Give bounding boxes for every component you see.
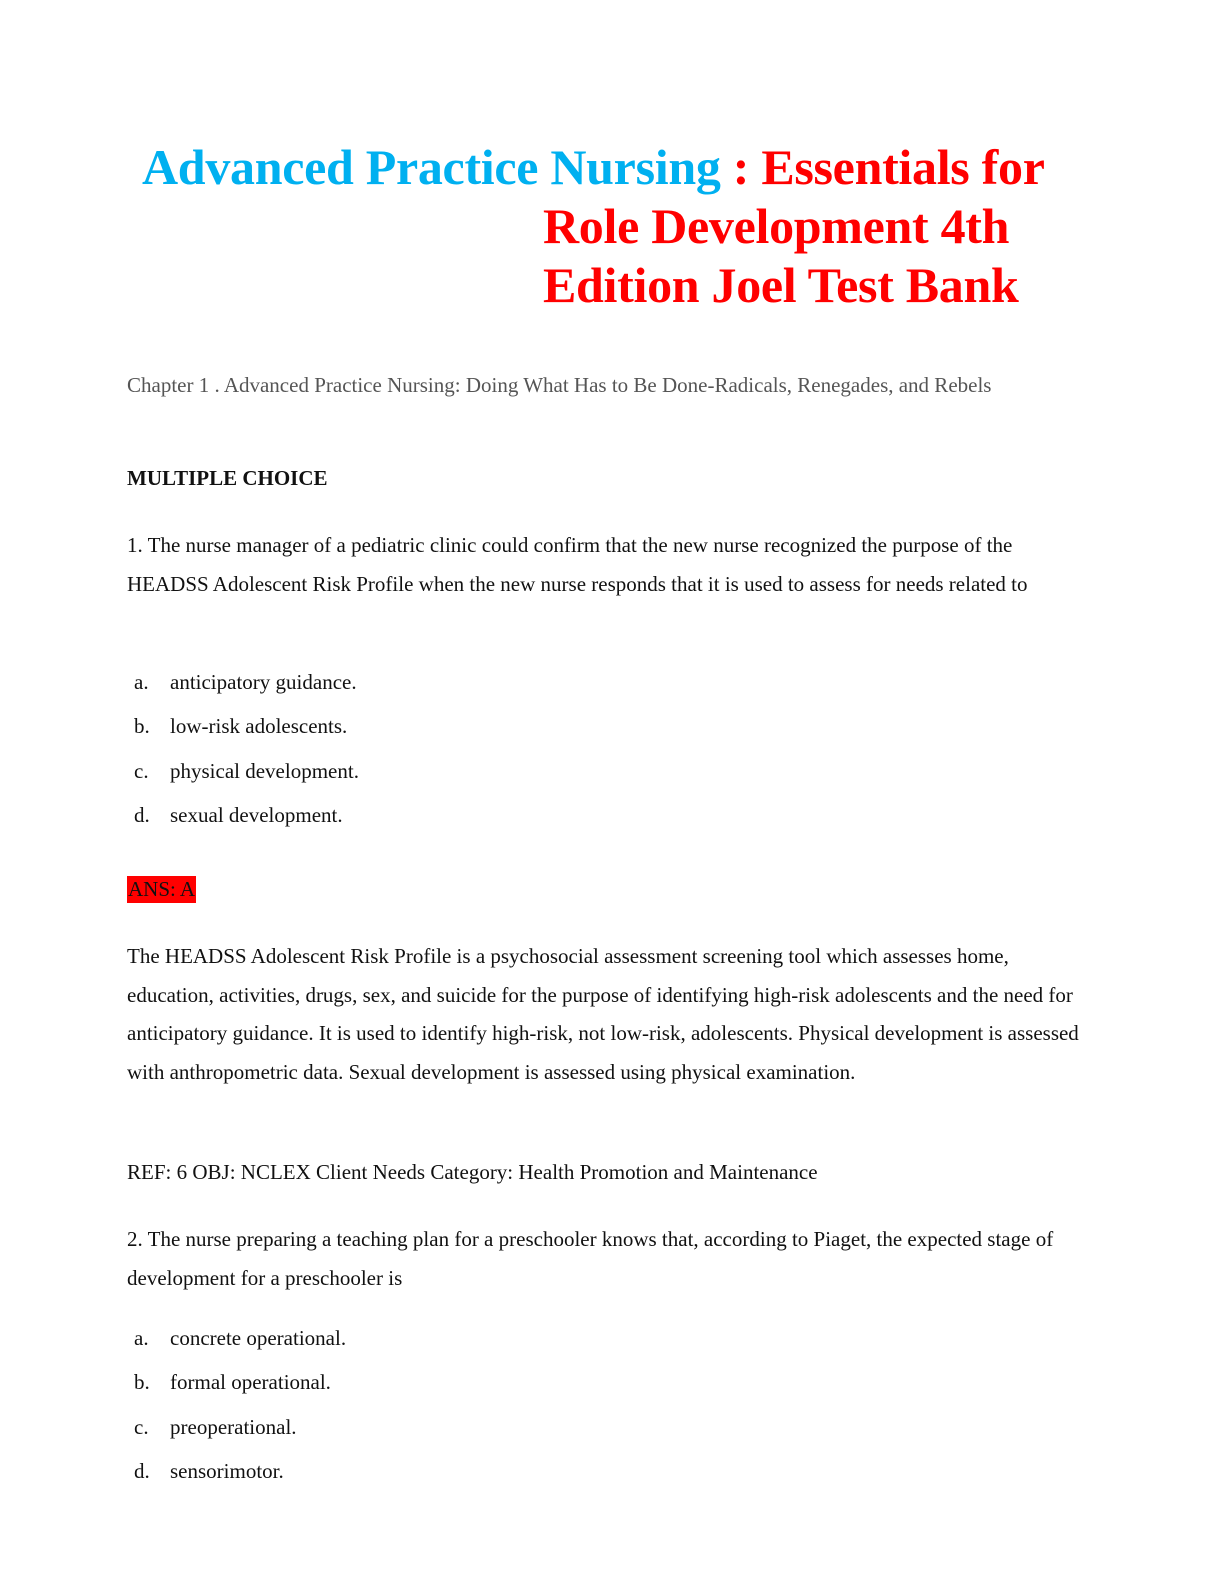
option-item: a. anticipatory guidance. (134, 670, 359, 714)
option-letter: c. (134, 1414, 149, 1439)
title-line-1: Advanced Practice Nursing : Essentials f… (142, 138, 1102, 197)
option-text: preoperational. (170, 1414, 297, 1439)
option-text: sexual development. (170, 802, 343, 827)
option-text: sensorimotor. (170, 1458, 284, 1483)
option-item: d. sexual development. (134, 803, 359, 847)
title-subtitle-line-1: Essentials for (761, 139, 1045, 195)
option-item: b. formal operational. (134, 1370, 346, 1414)
option-letter: a. (134, 1326, 149, 1350)
option-letter: b. (134, 1370, 150, 1395)
answer-badge: ANS: A (127, 876, 197, 903)
title-separator: : (720, 139, 762, 195)
option-text: formal operational. (170, 1370, 331, 1395)
option-letter: d. (134, 1458, 150, 1483)
option-item: c. physical development. (134, 759, 359, 803)
option-item: c. preoperational. (134, 1415, 346, 1459)
title-subtitle-line-3: Edition Joel Test Bank (543, 257, 1019, 313)
option-text: low-risk adolescents. (170, 714, 348, 739)
option-item: b. low-risk adolescents. (134, 714, 359, 758)
option-letter: b. (134, 714, 150, 739)
option-letter: c. (134, 758, 149, 783)
question-2-stem: 2. The nurse preparing a teaching plan f… (127, 1227, 1054, 1290)
option-item: a. concrete operational. (134, 1326, 346, 1370)
option-text: concrete operational. (170, 1326, 347, 1350)
option-text: physical development. (170, 758, 359, 783)
question-1-stem: 1. The nurse manager of a pediatric clin… (127, 533, 1028, 596)
question-1-rationale: The HEADSS Adolescent Risk Profile is a … (127, 944, 1079, 1084)
question-1-options: a. anticipatory guidance. b. low-risk ad… (134, 670, 359, 847)
title-subtitle-line-2: Role Development 4th (543, 198, 1010, 254)
section-heading: MULTIPLE CHOICE (127, 466, 328, 490)
option-text: anticipatory guidance. (170, 670, 357, 694)
title-book-name: Advanced Practice Nursing (142, 139, 721, 195)
option-letter: a. (134, 670, 149, 694)
question-2-options: a. concrete operational. b. formal opera… (134, 1326, 346, 1503)
chapter-heading: Chapter 1 . Advanced Practice Nursing: D… (127, 373, 992, 397)
option-letter: d. (134, 802, 150, 827)
document-title: Advanced Practice Nursing : Essentials f… (142, 138, 1102, 315)
option-item: d. sensorimotor. (134, 1459, 346, 1503)
question-1-reference: REF: 6 OBJ: NCLEX Client Needs Category:… (127, 1160, 818, 1184)
